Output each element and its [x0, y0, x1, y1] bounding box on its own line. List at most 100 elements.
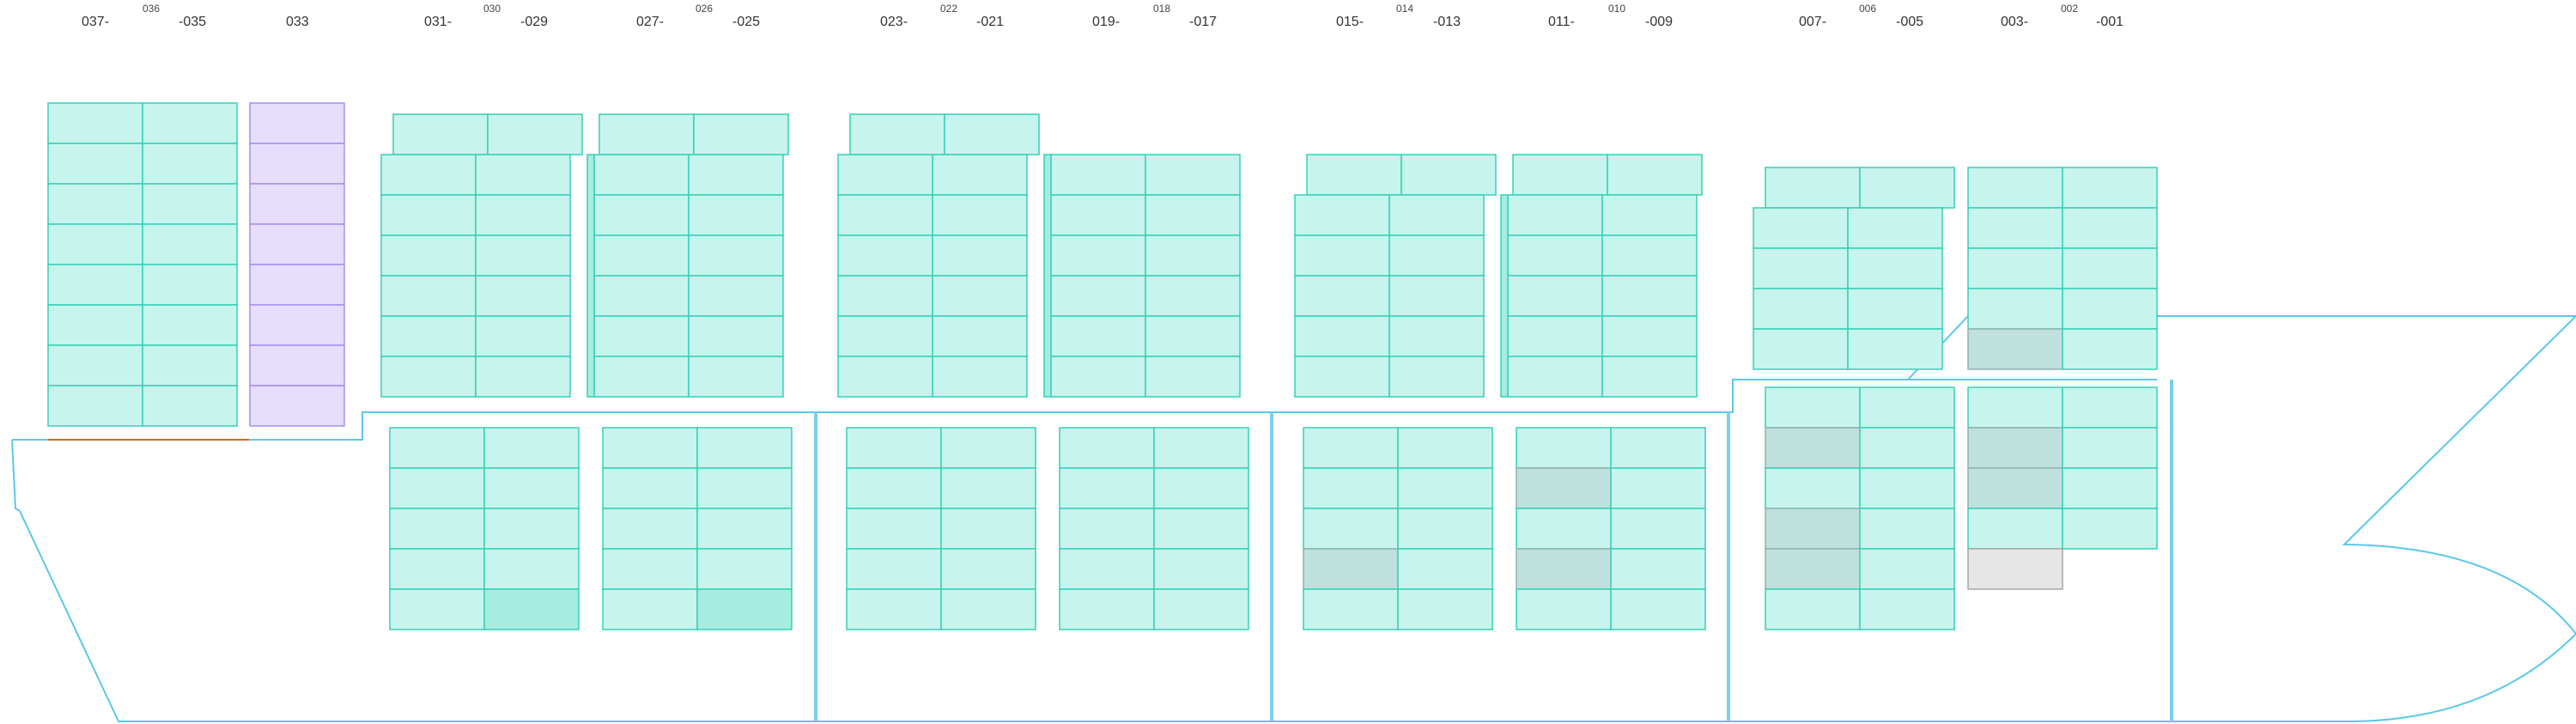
container-slot[interactable] [249, 102, 345, 144]
container-slot[interactable] [1303, 588, 1399, 630]
container-slot[interactable] [1507, 275, 1603, 317]
container-slot[interactable] [688, 154, 784, 196]
container-slot[interactable] [593, 234, 690, 277]
container-slot[interactable] [1847, 247, 1943, 289]
container-slot[interactable] [602, 467, 698, 509]
container-slot[interactable] [1516, 548, 1612, 590]
container-slot[interactable] [475, 356, 571, 398]
container-slot[interactable] [696, 548, 793, 590]
container-slot[interactable] [837, 234, 933, 277]
container-slot[interactable] [389, 467, 485, 509]
container-slot[interactable] [940, 588, 1036, 630]
container-slot[interactable] [2062, 508, 2158, 550]
container-slot[interactable] [2062, 247, 2158, 289]
container-slot[interactable] [1601, 275, 1698, 317]
container-slot[interactable] [940, 548, 1036, 590]
container-slot[interactable] [1388, 194, 1485, 236]
container-slot[interactable] [1859, 467, 1955, 509]
container-slot[interactable] [1967, 247, 2063, 289]
container-slot[interactable] [1765, 167, 1861, 209]
container-slot[interactable] [1303, 508, 1399, 550]
container-slot[interactable] [380, 275, 477, 317]
container-slot[interactable] [249, 344, 345, 386]
container-slot[interactable] [1050, 194, 1146, 236]
container-slot[interactable] [1516, 467, 1612, 509]
container-slot[interactable] [1753, 288, 1849, 330]
container-slot[interactable] [1388, 275, 1485, 317]
container-slot[interactable] [1847, 328, 1943, 370]
container-slot[interactable] [688, 194, 784, 236]
container-slot[interactable] [1059, 467, 1155, 509]
container-slot[interactable] [696, 588, 793, 630]
container-slot[interactable] [475, 315, 571, 357]
container-slot[interactable] [1765, 467, 1861, 509]
container-slot[interactable] [593, 315, 690, 357]
container-slot[interactable] [1153, 467, 1249, 509]
container-slot[interactable] [249, 223, 345, 265]
container-slot[interactable] [475, 234, 571, 277]
container-slot[interactable] [475, 275, 571, 317]
container-slot[interactable] [837, 315, 933, 357]
container-slot[interactable] [2062, 328, 2158, 370]
container-slot[interactable] [932, 234, 1028, 277]
container-slot[interactable] [47, 304, 143, 346]
container-slot[interactable] [693, 113, 789, 155]
container-slot[interactable] [932, 356, 1028, 398]
container-slot[interactable] [483, 548, 580, 590]
container-slot[interactable] [2062, 288, 2158, 330]
container-slot[interactable] [2062, 386, 2158, 429]
container-slot[interactable] [1507, 194, 1603, 236]
container-slot[interactable] [593, 194, 690, 236]
container-slot[interactable] [249, 385, 345, 427]
container-slot[interactable] [846, 508, 942, 550]
container-slot[interactable] [696, 467, 793, 509]
container-slot[interactable] [940, 508, 1036, 550]
container-slot[interactable] [1859, 386, 1955, 429]
container-slot[interactable] [602, 588, 698, 630]
container-slot[interactable] [1765, 508, 1861, 550]
container-slot[interactable] [475, 194, 571, 236]
container-slot[interactable] [1153, 588, 1249, 630]
container-slot[interactable] [1050, 315, 1146, 357]
container-slot[interactable] [598, 113, 695, 155]
container-slot[interactable] [249, 183, 345, 225]
container-slot[interactable] [1145, 356, 1241, 398]
container-slot[interactable] [1507, 356, 1603, 398]
container-slot[interactable] [688, 356, 784, 398]
container-slot[interactable] [47, 183, 143, 225]
container-slot[interactable] [142, 344, 238, 386]
container-slot[interactable] [940, 467, 1036, 509]
container-slot[interactable] [932, 194, 1028, 236]
container-slot[interactable] [1388, 356, 1485, 398]
container-slot[interactable] [1847, 288, 1943, 330]
container-slot[interactable] [1507, 234, 1603, 277]
container-slot[interactable] [47, 385, 143, 427]
container-slot[interactable] [1516, 427, 1612, 469]
container-slot[interactable] [483, 588, 580, 630]
container-slot[interactable] [2062, 167, 2158, 209]
container-slot[interactable] [1847, 207, 1943, 249]
container-slot[interactable] [846, 427, 942, 469]
container-slot[interactable] [1610, 508, 1706, 550]
container-slot[interactable] [846, 467, 942, 509]
container-slot[interactable] [846, 588, 942, 630]
container-slot[interactable] [1765, 548, 1861, 590]
container-slot[interactable] [475, 154, 571, 196]
container-slot[interactable] [837, 275, 933, 317]
container-slot[interactable] [1153, 548, 1249, 590]
container-slot[interactable] [142, 102, 238, 144]
container-slot[interactable] [249, 264, 345, 306]
container-slot[interactable] [1967, 207, 2063, 249]
container-slot[interactable] [1753, 328, 1849, 370]
container-slot[interactable] [837, 356, 933, 398]
container-slot[interactable] [1607, 154, 1703, 196]
container-slot[interactable] [142, 264, 238, 306]
container-slot[interactable] [1397, 588, 1493, 630]
container-slot[interactable] [932, 275, 1028, 317]
container-slot[interactable] [1294, 234, 1390, 277]
container-slot[interactable] [47, 223, 143, 265]
container-slot[interactable] [380, 315, 477, 357]
container-slot[interactable] [846, 548, 942, 590]
container-slot[interactable] [1145, 154, 1241, 196]
container-slot[interactable] [1859, 548, 1955, 590]
